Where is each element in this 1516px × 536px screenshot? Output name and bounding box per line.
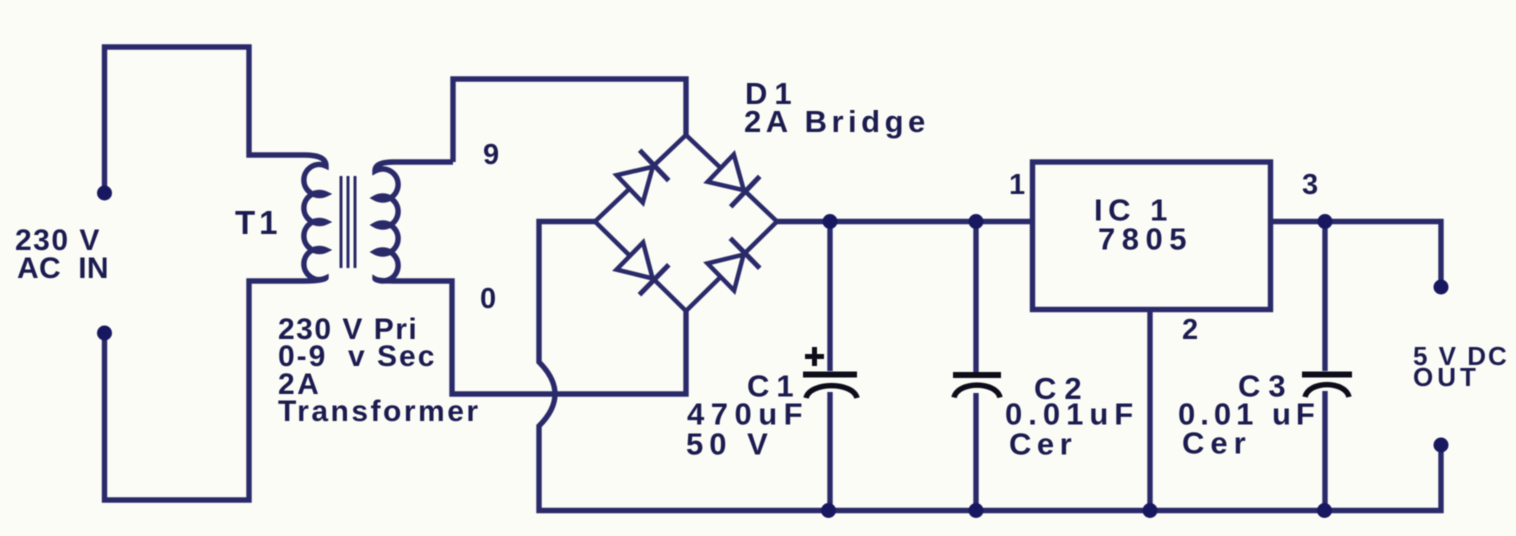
svg-text:IC 1: IC 1 xyxy=(1094,193,1173,228)
svg-text:Transformer: Transformer xyxy=(278,395,481,428)
svg-text:7805: 7805 xyxy=(1098,222,1193,257)
svg-text:50 V: 50 V xyxy=(686,427,774,462)
svg-text:Cer: Cer xyxy=(1009,427,1077,462)
svg-text:Cer: Cer xyxy=(1182,426,1252,461)
svg-text:T1: T1 xyxy=(235,204,282,241)
svg-text:0.01uF: 0.01uF xyxy=(1005,397,1139,432)
svg-text:230 V: 230 V xyxy=(15,224,101,257)
svg-text:C3: C3 xyxy=(1238,369,1294,404)
svg-text:C1: C1 xyxy=(747,369,801,404)
svg-text:3: 3 xyxy=(1302,169,1318,201)
svg-text:470uF: 470uF xyxy=(687,397,809,432)
svg-text:2: 2 xyxy=(1182,314,1198,346)
svg-text:0-9 v Sec: 0-9 v Sec xyxy=(278,340,436,373)
svg-text:0.01 uF: 0.01 uF xyxy=(1178,397,1320,432)
svg-text:OUT: OUT xyxy=(1413,362,1480,392)
svg-text:D1: D1 xyxy=(745,76,799,111)
svg-text:230 V Pri: 230 V Pri xyxy=(278,313,418,346)
svg-text:0: 0 xyxy=(480,283,496,315)
svg-text:C2: C2 xyxy=(1034,371,1090,406)
svg-text:2A: 2A xyxy=(278,368,321,401)
svg-text:9: 9 xyxy=(483,139,499,171)
svg-text:5 V DC: 5 V DC xyxy=(1413,341,1509,371)
svg-text:1: 1 xyxy=(1009,169,1025,201)
svg-text:AC IN: AC IN xyxy=(17,252,109,285)
svg-text:2A Bridge: 2A Bridge xyxy=(744,104,930,139)
